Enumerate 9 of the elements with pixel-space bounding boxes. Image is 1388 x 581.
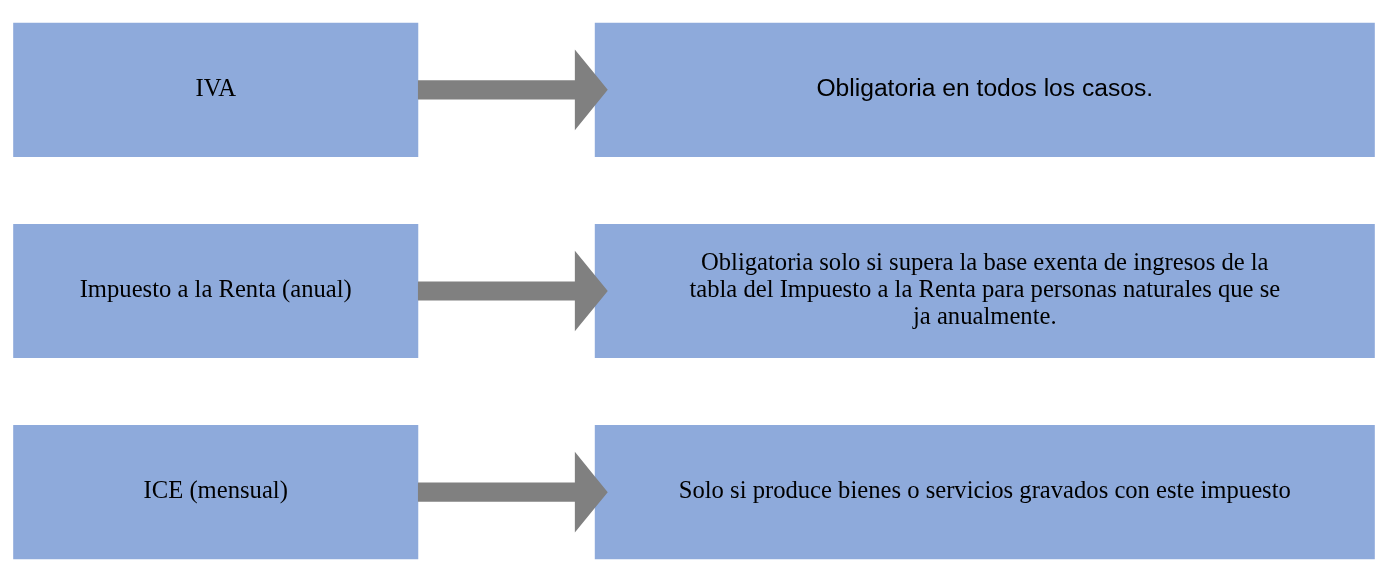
node-box: Impuesto a la Renta (anual) — [13, 223, 419, 358]
arrow — [417, 49, 608, 130]
node-box: Obligatoria en todos los casos. — [594, 22, 1375, 157]
arrow — [417, 451, 608, 532]
node-box: Solo si produce bienes o servicios gravados con este impuesto — [594, 424, 1375, 559]
node-box: IVA — [13, 22, 419, 157]
arrow — [417, 250, 608, 331]
node-box: ICE (mensual) — [13, 424, 419, 559]
node-box: Obligatoria solo si supera la base exenta de ingresos de la tabla del Impuesto a la Renta para personas naturales que se ja anualmente. — [594, 223, 1375, 358]
